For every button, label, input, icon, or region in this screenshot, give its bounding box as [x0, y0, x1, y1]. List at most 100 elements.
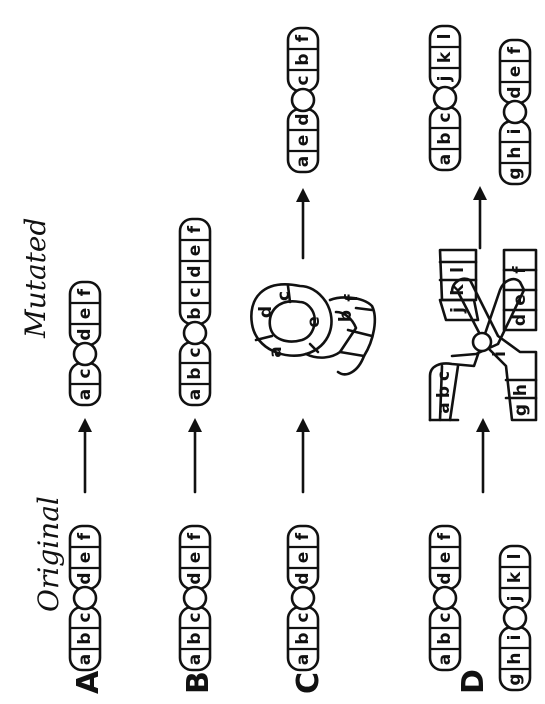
row-label-d: D — [456, 669, 491, 694]
arrow-b — [188, 418, 202, 492]
segment-label: b — [185, 632, 205, 644]
crossing-chromosomes-d: a b c j k l g h i d e f — [430, 250, 536, 420]
segment-label: e — [75, 308, 95, 320]
cross-seg-c: c — [434, 371, 454, 381]
segment-label: a — [75, 389, 95, 400]
loop-seg-b: b — [336, 310, 356, 322]
segment-label: c — [75, 612, 95, 622]
arrow-c-1 — [296, 418, 310, 492]
arrow-a — [78, 418, 92, 492]
segment-label: b — [435, 632, 455, 644]
segment-label: f — [75, 532, 95, 540]
centromere — [292, 89, 314, 111]
arrow-d-2 — [473, 186, 487, 248]
cross-seg-l: l — [448, 267, 468, 273]
row-label-a: A — [71, 670, 106, 694]
segment-label: f — [185, 532, 205, 540]
loop-seg-c: c — [274, 291, 294, 301]
mutated-header: Mutated — [19, 218, 52, 339]
segment-label: a — [293, 654, 313, 665]
segment-label: d — [293, 113, 313, 125]
centromere — [504, 101, 526, 123]
cross-seg-h: h — [511, 384, 531, 396]
centromere — [74, 343, 96, 365]
segment-label: a — [435, 654, 455, 665]
cross-seg-g: g — [511, 404, 531, 416]
segment-label: e — [185, 552, 205, 564]
segment-label: b — [293, 53, 313, 65]
segment-label: b — [435, 132, 455, 144]
segment-label: e — [185, 245, 205, 257]
segment-label: a — [75, 654, 95, 665]
cross-seg-b: b — [434, 386, 454, 398]
loop-seg-e: e — [304, 316, 324, 328]
centromere — [504, 607, 526, 629]
loop-seg-a: a — [266, 346, 286, 357]
original-header: Original — [32, 496, 65, 612]
segment-label: c — [293, 75, 313, 85]
segment-label: l — [435, 34, 455, 40]
centromere — [74, 587, 96, 609]
segment-label: e — [505, 66, 525, 78]
segment-label: f — [185, 225, 205, 233]
chromosome-c-mutated: aed cb f — [288, 28, 318, 172]
cross-seg-j: j — [448, 307, 468, 314]
segment-label: d — [75, 572, 95, 584]
segment-label: d — [293, 572, 313, 584]
loop-seg-f: f — [342, 294, 362, 302]
segment-label: f — [435, 532, 455, 540]
loop-seg-d: d — [256, 306, 276, 318]
centromere — [292, 587, 314, 609]
segment-label: h — [505, 146, 525, 158]
segment-label: d — [75, 328, 95, 340]
arrow-d-1 — [476, 418, 490, 492]
segment-label: f — [293, 532, 313, 540]
segment-label: e — [293, 552, 313, 564]
segment-label: h — [505, 652, 525, 664]
cross-seg-i: i — [490, 351, 510, 357]
segment-label: e — [293, 135, 313, 147]
segment-label: c — [293, 612, 313, 622]
cross-seg-f: f — [510, 266, 530, 274]
cross-seg-a: a — [434, 402, 454, 413]
segment-label: c — [185, 287, 205, 297]
inversion-loop-c: a b e d c f — [251, 284, 374, 374]
segment-label: i — [505, 635, 525, 641]
cross-seg-k: k — [448, 284, 468, 296]
segment-label: g — [505, 167, 525, 179]
segment-label: i — [505, 129, 525, 135]
segment-label: c — [435, 112, 455, 122]
centromere — [184, 587, 206, 609]
cross-seg-e: e — [510, 294, 530, 306]
segment-label: j — [505, 596, 525, 603]
segment-label: k — [435, 51, 455, 63]
segment-label: a — [185, 389, 205, 400]
segment-label: f — [293, 34, 313, 42]
segment-label: a — [293, 156, 313, 167]
segment-label: a — [185, 654, 205, 665]
chromosome-a-mutated: a c de f — [70, 282, 100, 405]
segment-label: c — [75, 368, 95, 378]
row-label-c: C — [291, 672, 326, 694]
segment-label: d — [185, 265, 205, 277]
segment-label: d — [505, 86, 525, 98]
row-label-b: B — [181, 671, 216, 694]
segment-label: c — [185, 612, 205, 622]
segment-label: c — [435, 612, 455, 622]
cross-seg-d: d — [510, 314, 530, 326]
segment-label: f — [75, 288, 95, 296]
segment-label: c — [185, 347, 205, 357]
segment-label: b — [75, 632, 95, 644]
segment-label: e — [435, 552, 455, 564]
segment-label: a — [435, 154, 455, 165]
centromere — [434, 87, 456, 109]
arrow-c-2 — [296, 188, 310, 258]
